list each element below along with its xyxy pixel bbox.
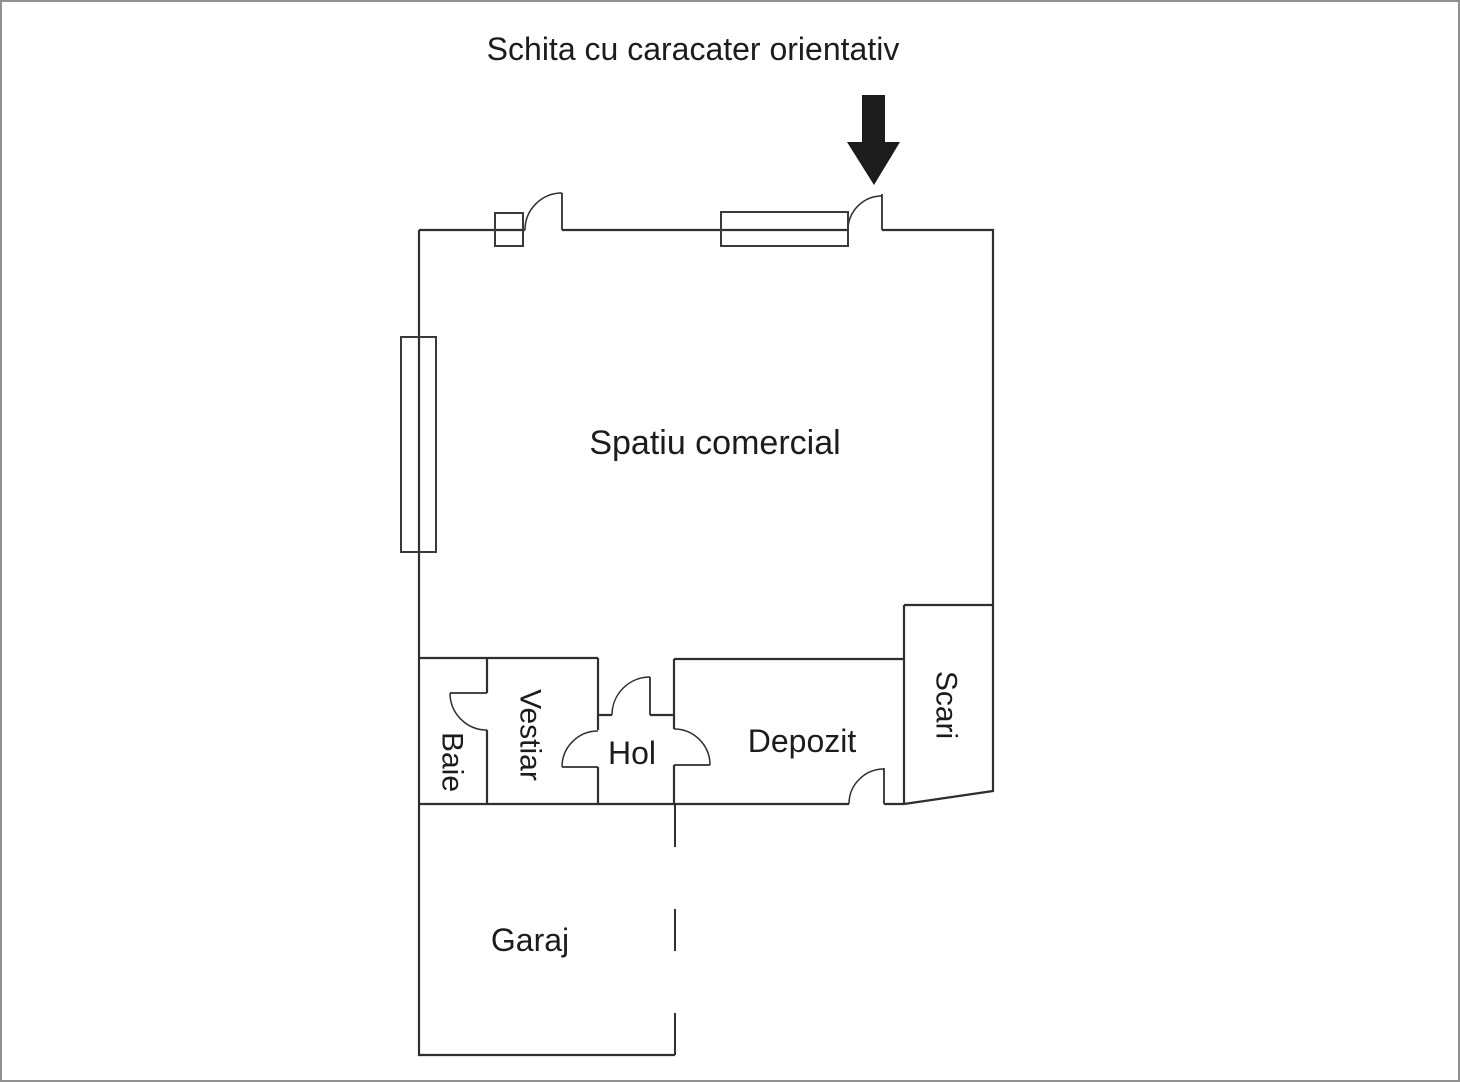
room-label-baie: Baie	[436, 732, 469, 792]
room-label-scari: Scari	[930, 671, 963, 739]
room-label-hol: Hol	[608, 735, 656, 771]
outer-walls	[417, 228, 995, 1057]
room-label-garaj: Garaj	[491, 922, 569, 958]
window-left	[400, 336, 437, 553]
interior-walls	[419, 603, 993, 806]
window-top-left	[494, 212, 524, 247]
door-leaves	[450, 193, 885, 804]
room-label-depozit: Depozit	[748, 723, 857, 759]
plan-title: Schita cu caracater orientativ	[487, 31, 900, 67]
entrance-arrow-icon	[847, 95, 900, 185]
room-label-spatiu-comercial: Spatiu comercial	[589, 424, 840, 462]
door-swing-arcs	[449, 192, 885, 805]
room-label-vestiar: Vestiar	[514, 689, 547, 781]
window-top	[720, 211, 849, 247]
